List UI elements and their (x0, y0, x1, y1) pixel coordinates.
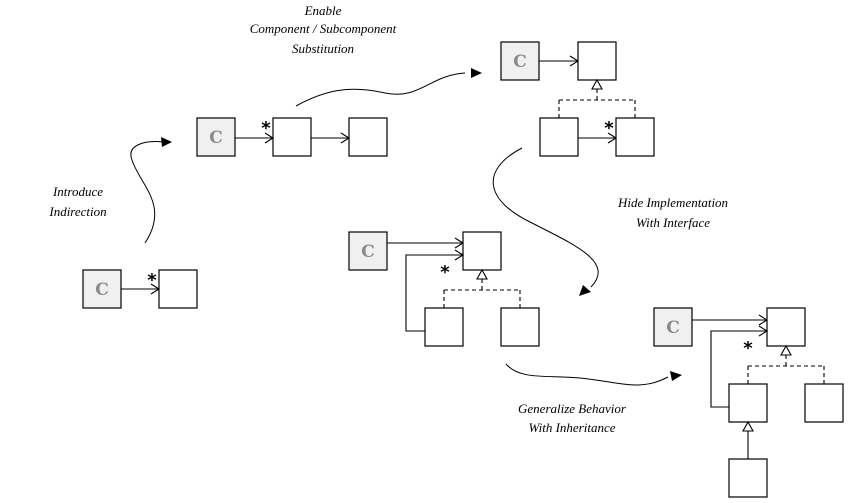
stage-4-interface: C * (348, 231, 540, 347)
class-c-label: C (95, 280, 109, 300)
caption-introduce-indirection: Introduce Indirection (48, 184, 106, 219)
transition-arrow-3 (492, 147, 599, 296)
caption-generalize-behavior: Generalize Behavior With Inheritance (518, 401, 627, 435)
generalization-triangle (476, 268, 488, 280)
caption-line: With Interface (636, 215, 710, 230)
caption-line: Component / Subcomponent (250, 21, 397, 36)
caption-line: Introduce (52, 184, 103, 199)
component-box (500, 307, 540, 347)
squiggle-arrow (505, 363, 669, 386)
arrowhead (161, 137, 172, 147)
caption-line: Substitution (292, 41, 354, 56)
association-arrowhead (758, 325, 769, 337)
self-association-line (710, 330, 767, 408)
component-box (158, 269, 198, 309)
component-box (615, 117, 655, 157)
multiplicity-star: * (604, 118, 614, 139)
interface-box (462, 231, 502, 271)
indirection-box (728, 383, 768, 423)
caption-line: Enable (304, 3, 342, 18)
squiggle-arrow (492, 147, 599, 288)
association-arrowhead (454, 249, 465, 261)
squiggle-arrow (130, 141, 164, 244)
indirection-box (272, 117, 312, 157)
caption-line: Hide Implementation (617, 195, 728, 210)
component-box (348, 117, 388, 157)
class-c-box (653, 307, 693, 347)
arrowhead (670, 371, 682, 381)
stage-5-inheritance: C * (653, 307, 844, 498)
class-c-box (196, 117, 236, 157)
class-c-label: C (666, 318, 680, 338)
caption-line: Generalize Behavior (518, 401, 627, 416)
stage-1-direct-association: C * (82, 269, 198, 309)
caption-enable-substitution: Enable Component / Subcomponent Substitu… (250, 3, 397, 56)
caption-hide-implementation: Hide Implementation With Interface (617, 195, 728, 230)
indirection-box (424, 307, 464, 347)
stage-3-substitution: C * (500, 41, 655, 157)
transition-arrow-2 (295, 68, 482, 107)
generalization-triangle (780, 344, 792, 356)
class-c-box (348, 231, 388, 271)
indirection-box (539, 117, 579, 157)
class-c-box (82, 269, 122, 309)
arrowhead (579, 285, 591, 296)
transition-arrow-4 (505, 363, 682, 386)
component-box (804, 383, 844, 423)
transition-arrow-1 (130, 137, 172, 244)
interface-box (766, 307, 806, 347)
class-c-label: C (513, 52, 527, 72)
generalization-triangle (591, 78, 603, 90)
abstract-component-box (577, 41, 617, 81)
stage-2-indirection: C * (196, 117, 388, 157)
caption-line: With Inheritance (528, 420, 615, 435)
class-c-label: C (209, 128, 223, 148)
multiplicity-star: * (440, 262, 450, 283)
arrowhead (471, 68, 482, 78)
multiplicity-star: * (147, 270, 157, 291)
squiggle-arrow (295, 72, 466, 107)
inheritance-triangle (742, 420, 754, 432)
multiplicity-star: * (743, 338, 753, 359)
class-c-label: C (361, 242, 375, 262)
multiplicity-star: * (261, 118, 271, 139)
subclass-box (728, 458, 768, 498)
caption-line: Indirection (48, 204, 106, 219)
